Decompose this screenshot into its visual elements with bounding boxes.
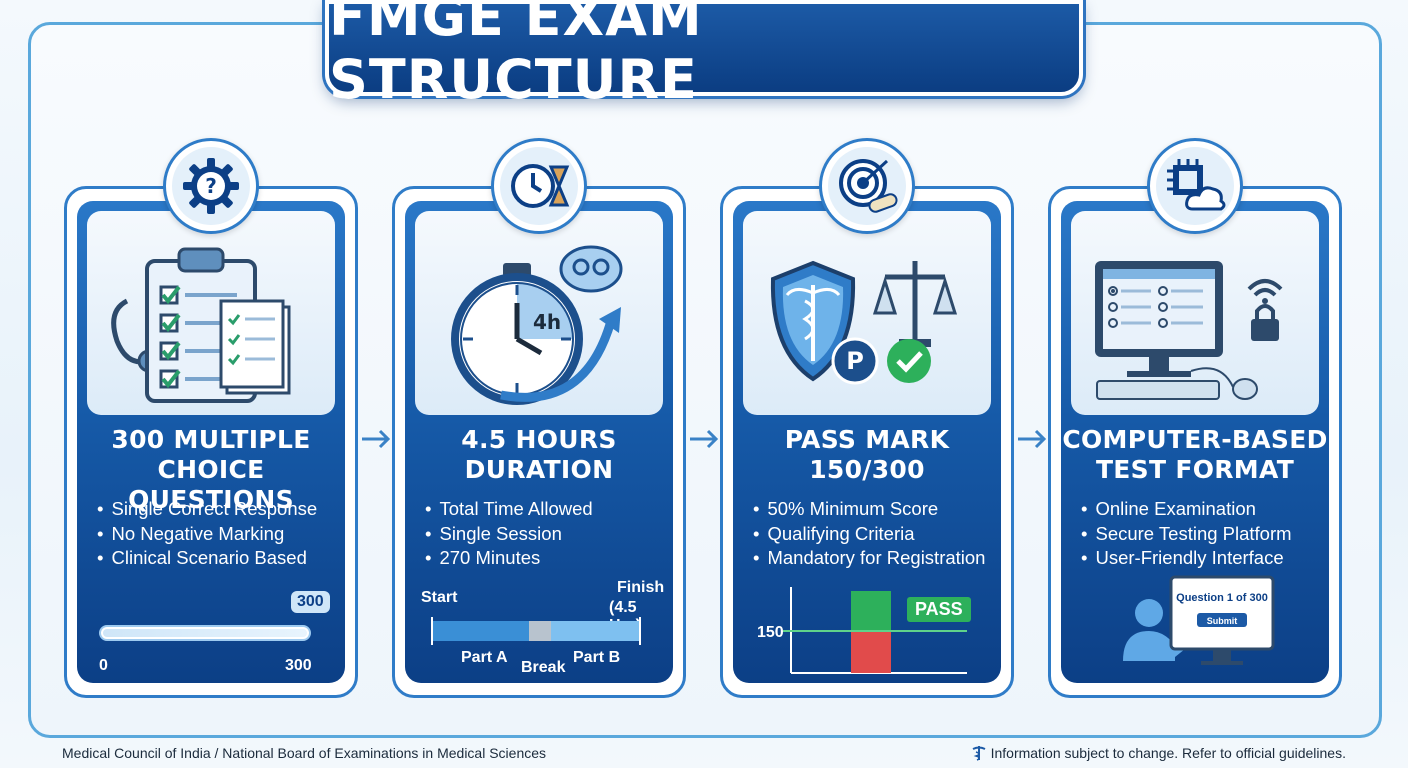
exam-screen-illustration: Question 1 of 300 Submit [1123, 575, 1275, 665]
caduceus-icon [972, 746, 986, 761]
bullet-item: 270 Minutes [425, 546, 665, 571]
medical-shield-scales-icon: P [770, 260, 958, 385]
chart-pass-bar [851, 591, 891, 631]
clock-hourglass-icon [511, 164, 570, 208]
screen-question-label: Question 1 of 300 [1176, 592, 1268, 604]
card-duration-badge [491, 138, 587, 234]
card-bullets: 50% Minimum Score Qualifying Criteria Ma… [753, 497, 993, 571]
svg-text:?: ? [205, 174, 217, 198]
bullet-item: Qualifying Criteria [753, 522, 993, 547]
pass-mark-chart: 150 [757, 587, 967, 674]
bullet-item: No Negative Marking [97, 522, 337, 547]
bullet-item: Single Correct Response [97, 497, 337, 522]
card-passmark-badge [819, 138, 915, 234]
footer-source: Medical Council of India / National Boar… [62, 745, 547, 761]
bullet-item: Clinical Scenario Based [97, 546, 337, 571]
arrow-right-icon [362, 429, 391, 449]
screen-submit-button [1197, 613, 1247, 627]
pass-label: PASS [907, 597, 971, 622]
question-gear-icon: ? [183, 158, 239, 214]
card-title: COMPUTER-BASED TEST FORMAT [1062, 425, 1328, 484]
card-duration: 4h 4.5 HOURS DURATION Total Time Allowed… [392, 186, 686, 698]
card-questions: 300 MULTIPLE CHOICE QUESTIONS Single Cor… [64, 186, 358, 698]
chip-cloud-icon [1167, 159, 1226, 211]
card-title: 4.5 HOURS DURATION [461, 425, 617, 484]
progress-track [99, 625, 311, 641]
stopwatch-label: 4h [533, 310, 561, 334]
timeline-start-tick [431, 617, 433, 645]
bullet-item: Secure Testing Platform [1081, 522, 1321, 547]
bullet-item: Single Session [425, 522, 665, 547]
progress-max-label: 300 [285, 657, 312, 674]
card-illustration [1071, 211, 1319, 415]
timeline-part-a [433, 621, 529, 641]
chart-fail-bar [851, 631, 891, 673]
clipboard-checklist-stethoscope-icon [111, 247, 291, 403]
bullet-item: Total Time Allowed [425, 497, 665, 522]
timeline-start-label: Start [421, 589, 458, 606]
bullet-item: User-Friendly Interface [1081, 546, 1321, 571]
stopwatch-brain-icon: 4h [451, 245, 623, 405]
progress-min-label: 0 [99, 657, 108, 674]
card-illustration [87, 211, 335, 415]
timeline-part-a-label: Part A [461, 649, 508, 666]
card-questions-badge: ? [163, 138, 259, 234]
bullet-item: 50% Minimum Score [753, 497, 993, 522]
card-format: COMPUTER-BASED TEST FORMAT Online Examin… [1048, 186, 1342, 698]
timeline-end-tick [639, 617, 641, 645]
chart-threshold-label: 150 [757, 624, 784, 641]
timeline-part-b-label: Part B [573, 649, 621, 666]
card-bullets: Total Time Allowed Single Session 270 Mi… [425, 497, 665, 571]
timeline-finish-label: Finish [617, 579, 665, 596]
timeline-break [529, 621, 551, 641]
card-format-badge [1147, 138, 1243, 234]
footer-disclaimer-text: Information subject to change. Refer to … [990, 745, 1346, 761]
page-title: FMGE EXAM STRUCTURE [329, 0, 703, 111]
card-title: PASS MARK 150/300 [784, 425, 950, 484]
computer-wifi-lock-icon [1095, 261, 1283, 400]
screen-submit-label: Submit [1207, 616, 1238, 626]
arrow-right-icon [1018, 429, 1047, 449]
card-bullets: Online Examination Secure Testing Platfo… [1081, 497, 1321, 571]
card-illustration: 4h [415, 211, 663, 415]
footer-disclaimer: Information subject to change. Refer to … [971, 745, 1346, 761]
progress-badge: 300 [291, 591, 330, 613]
arrow-right-icon [690, 429, 719, 449]
bullet-item: Mandatory for Registration [753, 546, 993, 571]
target-diploma-icon [839, 159, 898, 213]
progress-fill [103, 629, 307, 637]
card-illustration: P [743, 211, 991, 415]
p-badge: P [846, 347, 864, 375]
card-passmark: P PASS MARK 150/300 50% Minimum Score Qu… [720, 186, 1014, 698]
timeline-part-b [551, 621, 639, 641]
timeline-break-label: Break [521, 659, 566, 676]
title-banner: FMGE EXAM STRUCTURE [325, 0, 1083, 111]
bullet-item: Online Examination [1081, 497, 1321, 522]
card-bullets: Single Correct Response No Negative Mark… [97, 497, 337, 571]
